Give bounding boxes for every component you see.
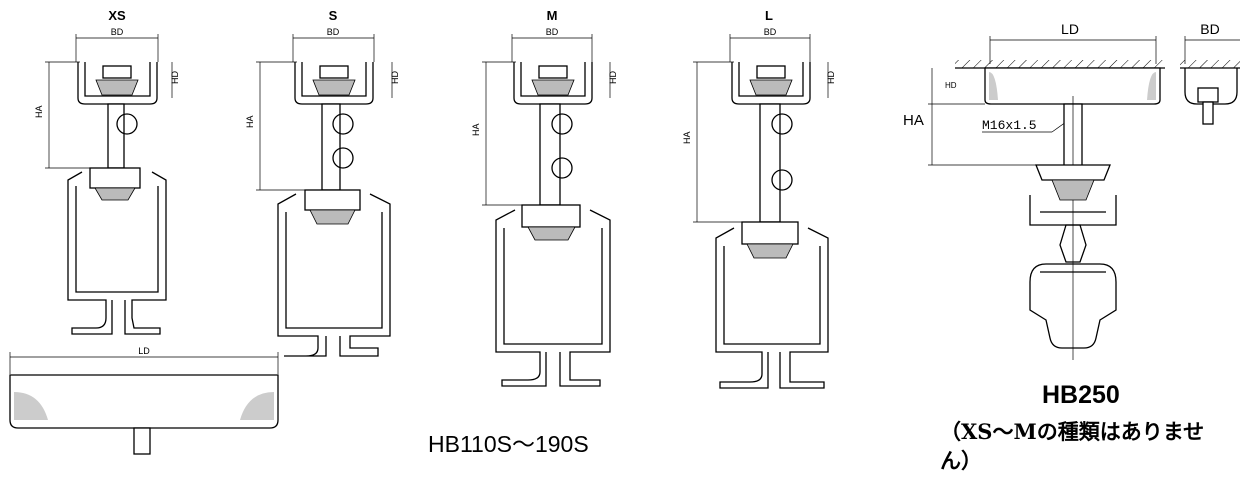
bolt-label: M16x1.5 [982,118,1037,133]
base-plate: LD [9,346,279,455]
dim-bd-l: BD [764,27,777,37]
dim-ha-l: HA [682,131,692,144]
dim-bd-xs: BD [111,27,124,37]
hanger-hb250: LD BD HD HA M16x1.5 [903,21,1240,360]
dim-ha-m: HA [471,123,481,136]
hanger-xs: XS BD HD HA [34,8,180,335]
dim-hd-l: HD [826,71,836,84]
hanger-l: L BD HD HA [682,8,836,389]
size-label-xs: XS [108,8,126,23]
dim-bd-s: BD [327,27,340,37]
dim-hd-hb250: HD [945,81,957,90]
caption-hb110-190: HB110S～190S [428,431,589,457]
note-hb250: （XS～Mの種類はありません） [940,419,1205,473]
dim-ha-s: HA [245,115,255,128]
dim-hd-m: HD [608,71,618,84]
dim-hd-s: HD [390,71,400,84]
dim-bd-hb250: BD [1200,21,1219,37]
dim-ha-hb250: HA [903,112,924,129]
dim-hd-xs: HD [170,71,180,84]
size-label-m: M [547,8,558,23]
dim-ld-hb250: LD [1061,21,1079,37]
dim-ld-base: LD [138,346,150,356]
caption-hb250: HB250 [1042,381,1120,409]
hanger-m: M BD HD HA [471,8,618,387]
dim-bd-m: BD [546,27,559,37]
hanger-s: S BD HD HA [245,8,400,357]
size-label-s: S [329,8,338,23]
dim-ha-xs: HA [34,105,44,118]
size-label-l: L [765,8,773,23]
